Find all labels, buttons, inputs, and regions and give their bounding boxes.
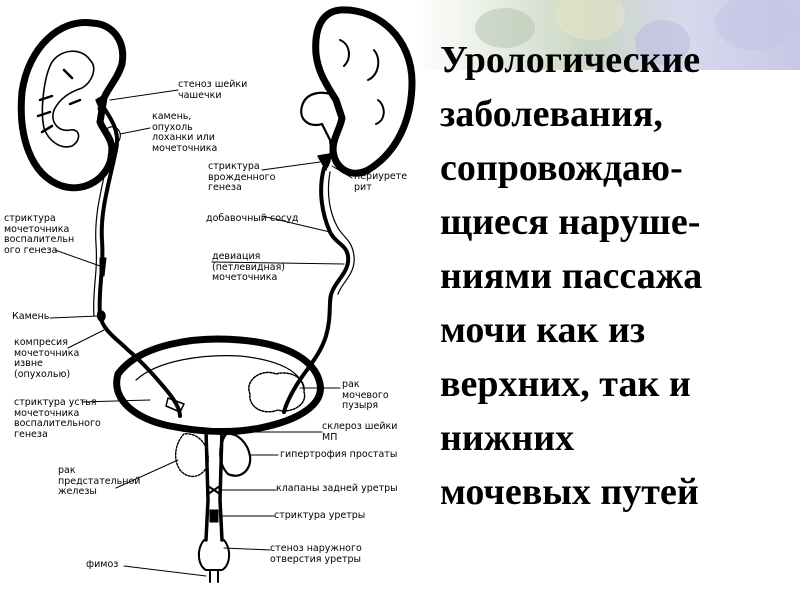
label-phimosis: фимоз [86,560,118,571]
bladder [117,339,321,432]
urethra [206,430,222,540]
label-accessory-vessel: добавочный сосуд [206,214,298,225]
label-prostate-cancer: рак предстательной железы [58,466,140,498]
label-pelvis-stone-tumor: камень, опухоль лоханки или мочеточника [152,112,217,154]
label-meatal-stenosis: стеноз наружного отверстия уретры [270,544,362,565]
label-urethral-stricture: стриктура уретры [274,511,365,522]
label-stone: Камень [12,312,49,323]
slide-title: Урологические заболевания, сопровождаю- … [440,33,800,519]
left-ureter-stricture [100,258,106,276]
prostate-right [220,434,250,476]
left-ureter-stone [97,311,105,322]
left-kidney-sinus [42,51,93,147]
left-calyces [38,70,80,132]
label-periureteritis: периурете рит [354,172,407,193]
label-bladder-neck-sclerosis: склероз шейки МП [322,422,397,443]
glans [199,540,229,570]
label-bladder-cancer: рак мочевого пузыря [342,380,389,412]
label-orifice-stricture: стриктура устья мочеточника воспалительн… [14,398,101,440]
label-congenital-stricture: стриктура врожденного генеза [208,162,275,194]
label-inflammatory-stricture: стриктура мочеточника воспалительн ого г… [4,214,74,256]
urethral-stricture [210,510,218,522]
posterior-valves [208,486,220,494]
meatus [210,570,218,582]
label-ureter-deviation: девиация (петлевидная) мочеточника [212,252,285,284]
bladder-tumor [249,372,305,411]
label-posterior-urethral-valves: клапаны задней уретры [276,484,398,495]
label-prostate-hypertrophy: гипертрофия простаты [280,450,397,461]
prostate-left [176,434,209,477]
label-calyx-neck-stenosis: стеноз шейки чашечки [178,80,247,101]
right-calyces [340,40,384,124]
label-external-compression: компресия мочеточника извне (опухолью) [14,338,79,380]
